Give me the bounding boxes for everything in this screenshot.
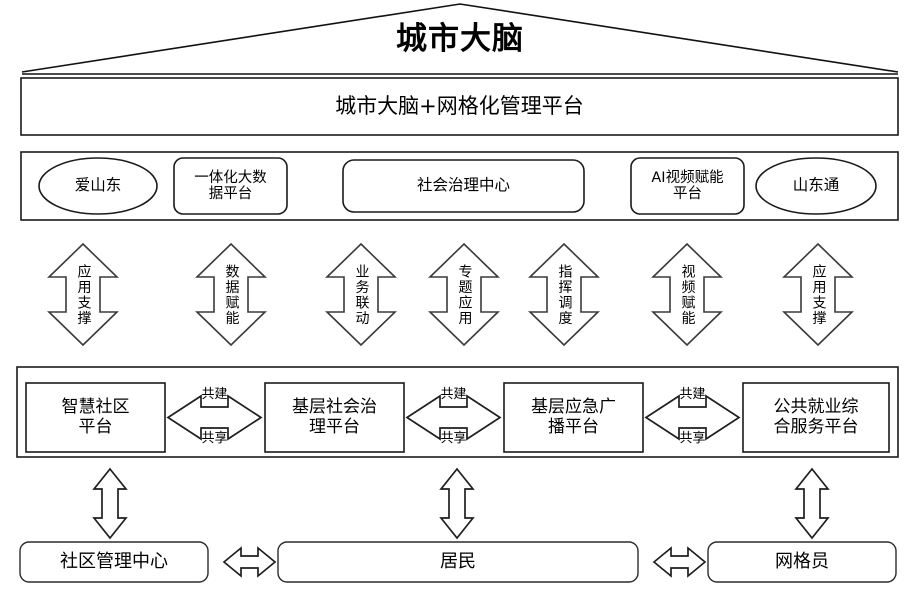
vertical-arrow-5-label: 指挥调度 — [556, 264, 573, 326]
capability-shape-ellipse-1[interactable] — [38, 157, 158, 215]
capability-shape-ellipse-5[interactable] — [755, 157, 877, 215]
platform-band-box — [20, 77, 899, 136]
actor-link-arrow-2[interactable] — [439, 467, 475, 540]
connector-2-bottom-label: 共享 — [440, 430, 467, 446]
vertical-arrow-5[interactable] — [528, 242, 600, 347]
platform-box-2[interactable] — [264, 382, 405, 453]
platform-row-container-box — [16, 366, 899, 458]
actor-box-2[interactable] — [277, 541, 639, 583]
actor-link-arrow-group — [92, 467, 830, 540]
actor-2-label[interactable]: 居民 — [440, 550, 476, 572]
actor-box-3[interactable] — [707, 541, 897, 583]
vertical-arrow-2[interactable] — [195, 242, 267, 347]
actor-box-1[interactable] — [19, 541, 209, 583]
capability-node-1-label[interactable]: 爱山东 — [74, 176, 122, 195]
platform-band-label: 城市大脑+网格化管理平台 — [335, 93, 584, 118]
connector-3-bottom-label: 共享 — [679, 430, 706, 446]
actor-3-label[interactable]: 网格员 — [775, 550, 829, 572]
vertical-arrow-1[interactable] — [47, 242, 119, 347]
platform-connector-arrow-group — [166, 394, 741, 441]
platform-box-4[interactable] — [742, 382, 890, 453]
platform-3-label[interactable]: 基层应急广 播平台 — [531, 397, 616, 437]
platform-box-3[interactable] — [503, 382, 644, 453]
connector-2-top-label: 共建 — [440, 386, 467, 402]
vertical-arrow-2-label: 数据赋能 — [223, 264, 240, 326]
connector-1-top-label: 共建 — [201, 386, 228, 402]
connector-3-top-label: 共建 — [679, 386, 706, 402]
vertical-arrow-group — [47, 242, 854, 347]
platform-4-label[interactable]: 公共就业综 合服务平台 — [773, 397, 859, 437]
platform-connector-arrow-3[interactable] — [644, 394, 741, 441]
capability-shape-rect-4[interactable] — [630, 157, 745, 215]
capability-node-3-label[interactable]: 社会治理中心 — [416, 176, 510, 195]
vertical-arrow-3[interactable] — [325, 242, 397, 347]
platform-connector-arrow-2[interactable] — [405, 394, 502, 441]
vertical-arrow-7[interactable] — [782, 242, 854, 347]
capability-node-5-label[interactable]: 山东通 — [792, 176, 840, 195]
capability-node-4-label[interactable]: AI视频赋能 平台 — [651, 169, 724, 202]
capability-node-2-label[interactable]: 一体化大数 据平台 — [194, 169, 267, 202]
actor-connector-arrow-1[interactable] — [222, 546, 277, 578]
diagram-title: 城市大脑 — [396, 20, 524, 57]
vertical-arrow-6-label: 视频赋能 — [679, 264, 696, 326]
vertical-arrow-4-label: 专题应用 — [456, 264, 473, 326]
platform-box-1[interactable] — [25, 382, 166, 453]
vertical-arrow-1-label: 应用支撑 — [75, 264, 92, 326]
actor-link-arrow-3[interactable] — [794, 467, 830, 540]
platform-connector-arrow-1[interactable] — [166, 394, 263, 441]
vertical-arrow-7-label: 应用支撑 — [810, 264, 827, 326]
actor-connector-arrow-2[interactable] — [652, 546, 707, 578]
capability-shape-rect-2[interactable] — [173, 157, 288, 215]
roof-gable — [21, 3, 899, 75]
platform-2-label[interactable]: 基层社会治 理平台 — [292, 397, 377, 437]
connector-1-bottom-label: 共享 — [201, 430, 228, 446]
vertical-arrow-4[interactable] — [428, 242, 500, 347]
capability-shape-rect-3[interactable] — [342, 159, 585, 213]
vertical-arrow-6[interactable] — [651, 242, 723, 347]
platform-1-label[interactable]: 智慧社区 平台 — [61, 397, 130, 437]
actor-1-label[interactable]: 社区管理中心 — [60, 550, 168, 572]
actor-link-arrow-1[interactable] — [92, 467, 128, 540]
actor-connector-arrow-group — [222, 546, 707, 578]
vertical-arrow-3-label: 业务联动 — [353, 264, 370, 326]
capability-container-box — [20, 151, 899, 221]
